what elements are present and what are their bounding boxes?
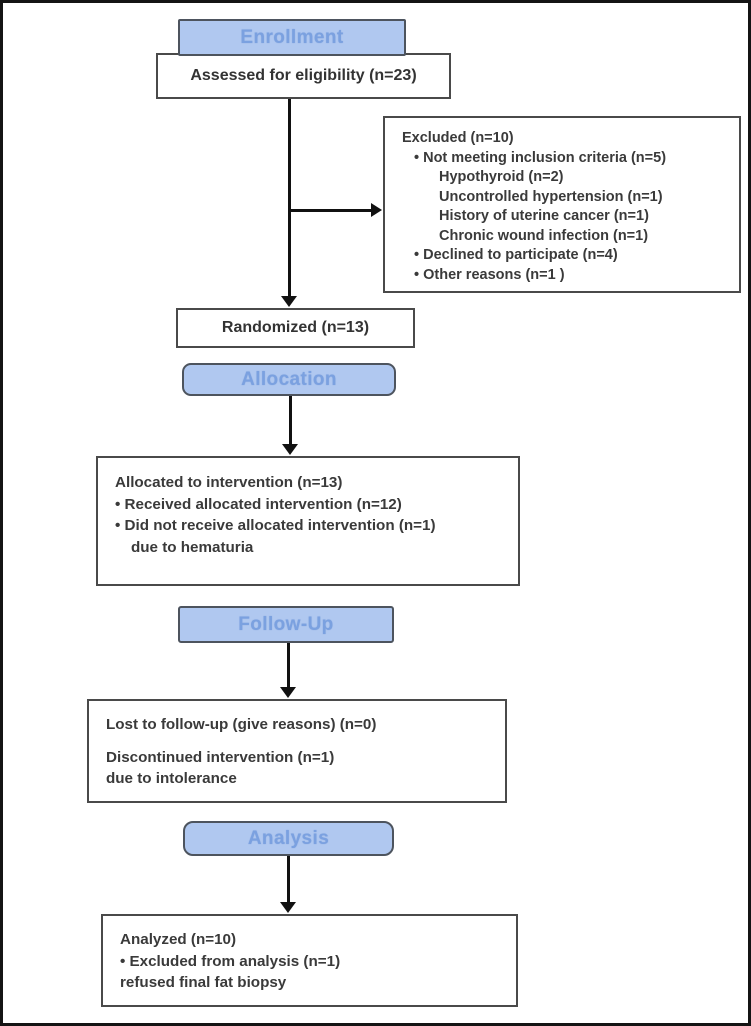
discontinued-text: Discontinued intervention (n=1) bbox=[106, 748, 335, 766]
stage-label-analysis: Analysis bbox=[247, 827, 330, 849]
randomized-text: Randomized (n=13) bbox=[221, 319, 370, 336]
lost-followup-box: Lost to follow-up (give reasons) (n=0) D… bbox=[87, 699, 507, 803]
stage-header-followup: Follow-Up bbox=[178, 606, 394, 643]
discontinued-reason: due to intolerance bbox=[106, 770, 237, 787]
assessed-eligibility-text: Assessed for eligibility (n=23) bbox=[190, 67, 417, 84]
connector-allocation-to-allocated bbox=[289, 395, 292, 445]
allocated-title: Allocated to intervention (n=13) bbox=[115, 474, 343, 491]
arrowhead-down-randomized bbox=[281, 296, 297, 307]
stage-label-allocation: Allocation bbox=[241, 368, 337, 390]
analyzed-item: • Excluded from analysis (n=1) bbox=[120, 952, 341, 970]
arrowhead-down-lost bbox=[280, 687, 296, 698]
stage-label-enrollment: Enrollment bbox=[240, 26, 344, 48]
connector-assessed-to-randomized bbox=[288, 99, 291, 298]
randomized-box: Randomized (n=13) bbox=[176, 308, 415, 348]
stage-header-analysis: Analysis bbox=[183, 821, 394, 856]
assessed-eligibility-box: Assessed for eligibility (n=23) bbox=[156, 53, 451, 99]
excluded-subitem: Hypothyroid (n=2) bbox=[439, 169, 564, 185]
arrowhead-down-allocated bbox=[282, 444, 298, 455]
excluded-item: • Other reasons (n=1 ) bbox=[414, 266, 565, 283]
allocated-box: Allocated to intervention (n=13) • Recei… bbox=[96, 456, 520, 586]
allocated-item: • Did not receive allocated intervention… bbox=[115, 517, 436, 534]
connector-analysis-to-analyzed bbox=[287, 855, 290, 903]
analyzed-item-continuation: refused final fat biopsy bbox=[120, 974, 287, 991]
excluded-item: • Not meeting inclusion criteria (n=5) bbox=[414, 149, 667, 166]
arrowhead-right-excluded bbox=[371, 203, 382, 217]
analyzed-title: Analyzed (n=10) bbox=[120, 931, 237, 948]
excluded-subitem: Uncontrolled hypertension (n=1) bbox=[439, 188, 663, 205]
excluded-item: • Declined to participate (n=4) bbox=[414, 247, 618, 263]
lost-followup-text: Lost to follow-up (give reasons) (n=0) bbox=[106, 716, 377, 733]
stage-header-allocation: Allocation bbox=[182, 363, 396, 396]
excluded-box: Excluded (n=10) • Not meeting inclusion … bbox=[383, 116, 741, 293]
analyzed-box: Analyzed (n=10) • Excluded from analysis… bbox=[101, 914, 518, 1007]
allocated-item-continuation: due to hematuria bbox=[131, 538, 254, 556]
allocated-item: • Received allocated intervention (n=12) bbox=[115, 495, 402, 513]
arrowhead-down-analyzed bbox=[280, 902, 296, 913]
excluded-title: Excluded (n=10) bbox=[402, 130, 514, 146]
connector-followup-to-lost bbox=[287, 643, 290, 688]
excluded-subitem: Chronic wound infection (n=1) bbox=[439, 227, 649, 244]
excluded-subitem: History of uterine cancer (n=1) bbox=[439, 208, 649, 224]
connector-branch-to-excluded bbox=[289, 209, 373, 212]
stage-header-enrollment: Enrollment bbox=[178, 19, 406, 56]
stage-label-followup: Follow-Up bbox=[238, 613, 334, 635]
